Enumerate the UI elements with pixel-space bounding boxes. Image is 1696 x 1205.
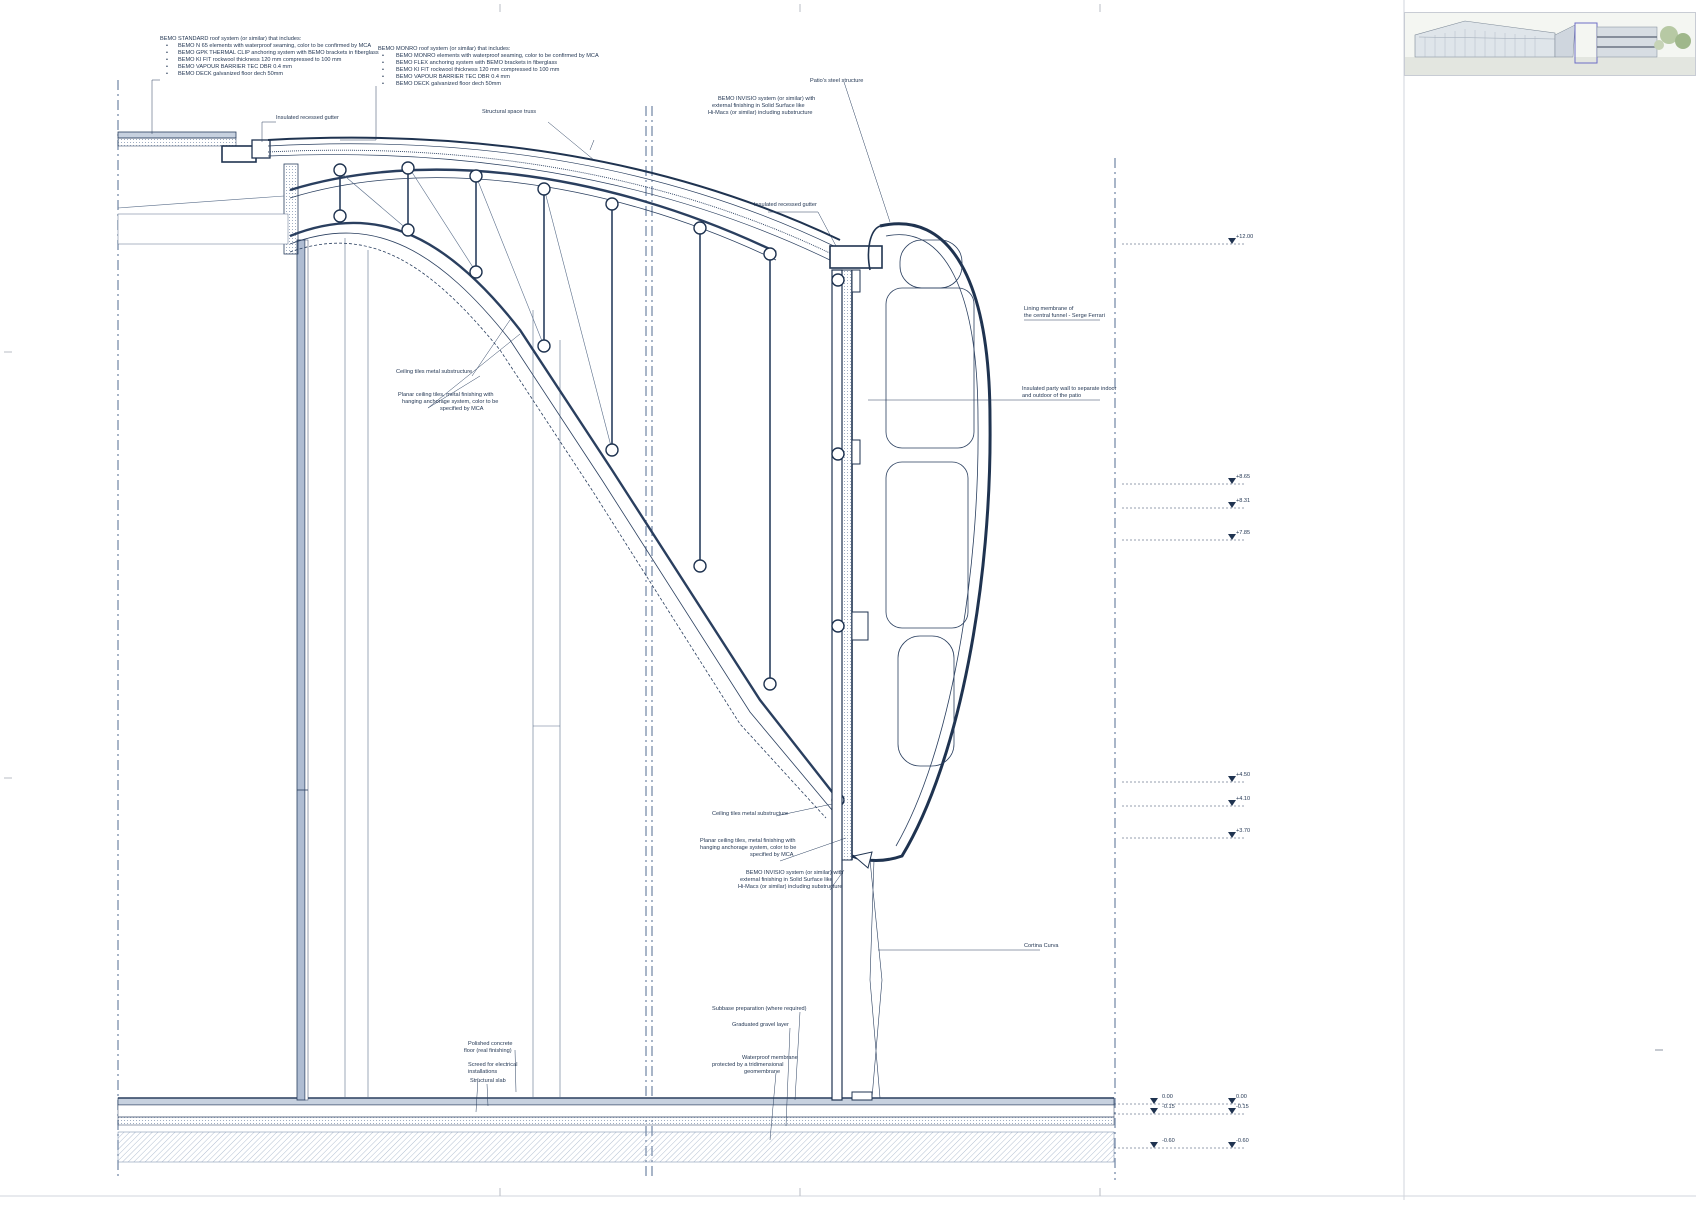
label-lining-membrane-2: the central funnel - Serge Ferrari <box>1024 313 1105 319</box>
label-invisio-bottom-3: Hi-Macs (or similar) including substruct… <box>738 884 842 890</box>
svg-text:•: • <box>166 64 168 70</box>
label-structural-slab: Structural slab <box>470 1078 506 1084</box>
leader-lines <box>151 79 1100 1141</box>
label-waterproof-membrane-3: geomembrane <box>744 1069 780 1075</box>
label-ceiling-tiles-left: Ceiling tiles metal substructure <box>396 369 472 375</box>
level-4-50: +4.50 <box>1236 772 1250 778</box>
party-wall <box>831 269 873 1101</box>
level-labels: +12.00 +8.65 +8.31 +7.85 +4.50 +4.10 +3.… <box>1162 234 1253 1144</box>
roof-standard-item: BEMO DECK galvanized floor dech 50mm <box>178 71 283 77</box>
label-waterproof-membrane-1: Waterproof membrane <box>742 1055 798 1061</box>
label-invisio-top-3: Hi-Macs (or similar) including substruct… <box>708 110 812 116</box>
component-labels: Insulated recessed gutter Structural spa… <box>276 78 1117 1084</box>
roof-monro-item: BEMO DECK galvanized floor dech 50mm <box>396 81 501 87</box>
space-truss <box>289 161 845 819</box>
roof-monro-item: BEMO MONRO elements with waterproof seam… <box>396 53 599 59</box>
label-invisio-bottom-2: external finishing in Solid Surface like <box>740 877 833 883</box>
svg-text:•: • <box>166 57 168 63</box>
roof-standard-item: BEMO GPK THERMAL CLIP anchoring system w… <box>178 50 379 56</box>
axis-lines <box>117 80 1116 1180</box>
ground-slab <box>117 1097 1115 1163</box>
key-plan-image <box>1405 13 1695 75</box>
roof-monro-title: BEMO MONRO roof system (or similar) that… <box>378 46 511 52</box>
level-markers <box>1114 243 1244 1149</box>
label-planar-tiles-right-2: hanging anchorage system, color to be <box>700 845 796 851</box>
svg-text:•: • <box>382 81 384 87</box>
ground-level-left-0: 0.00 <box>1162 1094 1173 1100</box>
roof-standard-item: BEMO VAPOUR BARRIER TEC DBR 0.4 mm <box>178 64 292 70</box>
label-lining-membrane-1: Lining membrane of <box>1024 306 1074 312</box>
label-invisio-top-1: BEMO INVISIO system (or similar) with <box>718 96 815 102</box>
level-7-85: +7.85 <box>1236 530 1250 536</box>
funnel-structure <box>851 222 992 1099</box>
level-4-10: +4.10 <box>1236 796 1250 802</box>
label-invisio-bottom-1: BEMO INVISIO system (or similar) with <box>746 870 843 876</box>
label-patio-steel-structure: Patio's steel structure <box>810 78 863 84</box>
svg-text:•: • <box>166 71 168 77</box>
roof-standard-note: BEMO STANDARD roof system (or similar) t… <box>160 36 379 77</box>
label-planar-tiles-left-3: specified by MCA <box>440 406 484 412</box>
svg-text:•: • <box>382 53 384 59</box>
label-cortina-curva: Cortina Curva <box>1024 943 1059 949</box>
label-planar-tiles-right-1: Planar ceiling tiles, metal finishing wi… <box>700 838 795 844</box>
label-ceiling-tiles-right: Ceiling tiles metal substructure <box>712 811 788 817</box>
level-3-70: +3.70 <box>1236 828 1250 834</box>
label-invisio-top-2: external finishing in Solid Surface like <box>712 103 805 109</box>
label-waterproof-membrane-2: protected by a tridimensional <box>712 1062 784 1068</box>
label-graduated-gravel: Graduated gravel layer <box>732 1022 789 1028</box>
level-12-00: +12.00 <box>1236 234 1253 240</box>
roof-left <box>117 131 271 163</box>
level-triangles <box>1150 238 1236 1148</box>
label-insulated-gutter-left: Insulated recessed gutter <box>276 115 339 121</box>
roof-standard-item: BEMO N 65 elements with waterproof seami… <box>178 43 371 49</box>
svg-text:•: • <box>382 60 384 66</box>
roof-monro-item: BEMO FLEX anchoring system with BEMO bra… <box>396 60 557 66</box>
ground-level-left-060: -0.60 <box>1162 1138 1175 1144</box>
roof-monro-note: BEMO MONRO roof system (or similar) that… <box>378 46 599 87</box>
label-polished-concrete-1: Polished concrete <box>468 1041 512 1047</box>
ground-level-right-060: -0.60 <box>1236 1138 1249 1144</box>
svg-text:•: • <box>166 50 168 56</box>
label-insulated-gutter-right: Insulated recessed gutter <box>754 202 817 208</box>
label-party-wall-2: and outdoor of the patio <box>1022 393 1081 399</box>
label-planar-tiles-left-1: Planar ceiling tiles, metal finishing wi… <box>398 392 493 398</box>
ground-level-left-015: -0.15 <box>1162 1104 1175 1110</box>
svg-text:•: • <box>382 74 384 80</box>
roof-standard-title: BEMO STANDARD roof system (or similar) t… <box>160 36 302 42</box>
label-planar-tiles-right-3: specified by MCA <box>750 852 794 858</box>
label-screed-1: Screed for electrical <box>468 1062 517 1068</box>
ground-level-right-015: -0.15 <box>1236 1104 1249 1110</box>
key-plan-thumbnail <box>1404 12 1696 76</box>
level-8-65: +8.65 <box>1236 474 1250 480</box>
label-planar-tiles-left-2: hanging anchorage system, color to be <box>402 399 498 405</box>
roof-monro-item: BEMO VAPOUR BARRIER TEC DBR 0.4 mm <box>396 74 510 80</box>
svg-text:•: • <box>166 43 168 49</box>
level-8-31: +8.31 <box>1236 498 1250 504</box>
ground-level-right-0: 0.00 <box>1236 1094 1247 1100</box>
roof-standard-item: BEMO KI FIT rockwool thickness 120 mm co… <box>178 57 342 63</box>
svg-text:•: • <box>382 67 384 73</box>
label-subbase: Subbase preparation (where required) <box>712 1006 807 1012</box>
roof-monro-item: BEMO KI FIT rockwool thickness 120 mm co… <box>396 67 560 73</box>
label-polished-concrete-2: floor (real finishing) <box>464 1048 512 1054</box>
label-party-wall-1: Insulated party wall to separate indoor <box>1022 386 1117 392</box>
label-screed-2: installations <box>468 1069 497 1075</box>
label-structural-space-truss: Structural space truss <box>482 109 536 115</box>
interior-walls <box>117 163 561 1101</box>
